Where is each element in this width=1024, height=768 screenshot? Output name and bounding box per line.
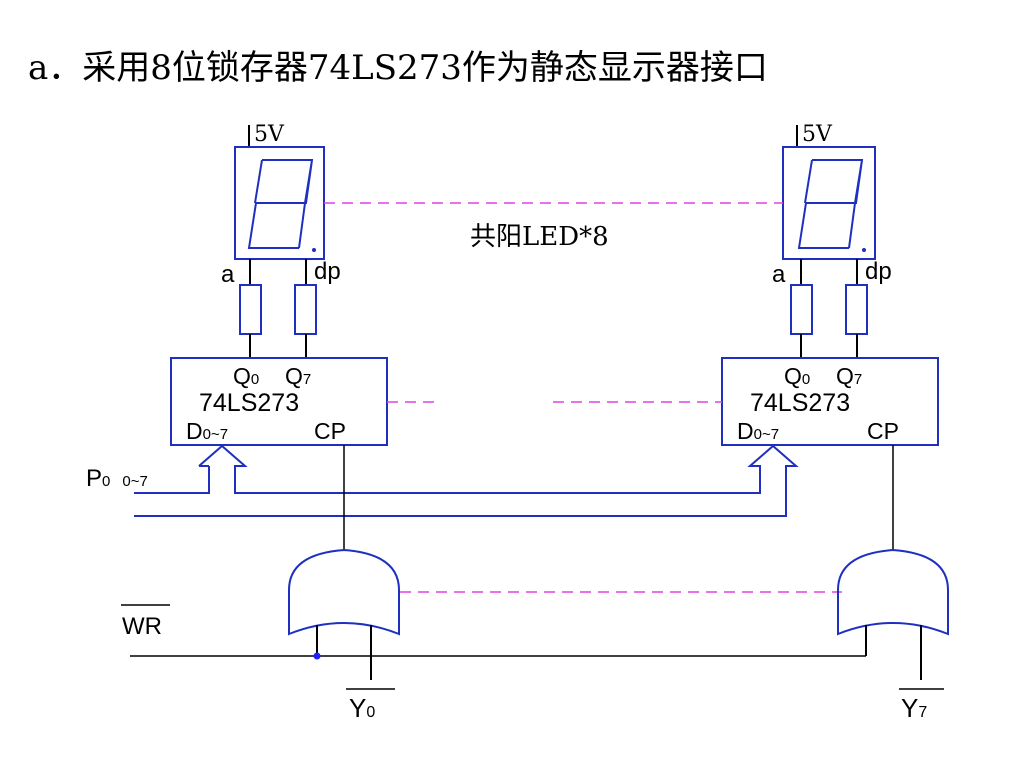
decimal-point-right: [862, 248, 866, 252]
led-display-right: 5V: [782, 122, 876, 260]
decimal-point-left: [312, 248, 316, 252]
seven-segment-right: [797, 159, 864, 249]
resistor-a-left: [239, 284, 262, 335]
seg-a-label-left: a: [221, 261, 235, 288]
seven-segment-left: [247, 159, 314, 249]
or-gate-left: [288, 548, 400, 636]
resistor-a-right: [790, 284, 813, 335]
latch-chip-left: Q0 Q7 74LS273 D0~7 CP: [170, 357, 388, 446]
wr-label: WR: [122, 613, 162, 640]
chip-name-right: 74LS273: [750, 389, 850, 417]
seg-a-label-right: a: [772, 261, 786, 288]
resistor-network-left: a dp: [221, 258, 341, 358]
chip-name-left: 74LS273: [199, 389, 299, 417]
bus-outline: [134, 444, 799, 517]
led-display-left: 5V: [234, 122, 325, 260]
seg-dp-label-left: dp: [314, 258, 341, 285]
or-gate-right: [837, 548, 949, 636]
latch-chip-right: Q0 Q7 74LS273 D0~7 CP: [721, 357, 939, 446]
d-pins-left: D0~7: [186, 418, 228, 444]
p-port-bus: [134, 466, 210, 494]
supply-label-right: 5V: [802, 122, 833, 147]
q7-pin-left: Q7: [285, 363, 311, 389]
resistor-network-right: a dp: [772, 258, 892, 358]
repeat-indicators: [324, 202, 842, 593]
y7-label: Y7: [901, 693, 927, 723]
resistor-dp-left: [294, 284, 317, 335]
data-bus: [134, 444, 799, 517]
seg-dp-label-right: dp: [865, 258, 892, 285]
q0-pin-right: Q0: [784, 363, 810, 389]
y0-label: Y0: [349, 693, 375, 723]
wr-junction: [313, 652, 321, 660]
q7-pin-right: Q7: [836, 363, 862, 389]
cp-pin-left: CP: [314, 418, 346, 444]
resistor-dp-right: [845, 284, 868, 335]
led-group-label: 共阳LED*8: [470, 222, 609, 252]
slide-title: a．采用8位锁存器74LS273作为静态显示器接口: [28, 48, 768, 88]
d-pins-right: D0~7: [737, 418, 779, 444]
supply-label-left: 5V: [254, 122, 285, 147]
cp-pin-right: CP: [867, 418, 899, 444]
q0-pin-left: Q0: [233, 363, 259, 389]
